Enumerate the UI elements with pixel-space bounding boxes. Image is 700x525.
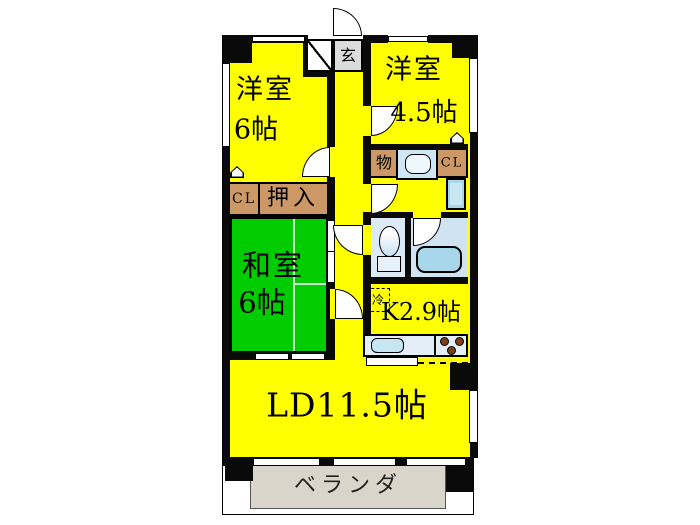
wall [327,283,335,289]
tatami-line-horizontal [293,283,326,285]
toilet-tank-icon [377,256,401,272]
closet-left-label: CL [231,191,257,207]
window [388,36,428,42]
wall [363,212,413,218]
wall [222,35,230,67]
japanese-room-size: 6帖 [238,285,286,320]
entrance-area [333,39,363,72]
veranda-label: ベランダ [293,473,403,498]
bathtub-icon [416,246,462,273]
entrance-label: 玄 [339,46,357,65]
wall [363,255,371,334]
storage-label: 物 [375,153,393,172]
wall [405,218,411,278]
closet-right-label: CL [440,155,464,171]
stove-burner-icon [455,337,464,346]
sliding-door [291,353,325,360]
window [469,58,478,133]
washbasin-sink [405,154,431,174]
refrigerator-label: 冷 [371,293,385,307]
window [333,458,396,466]
vent-marker-inner [451,133,463,143]
wall [363,277,468,284]
toilet-bowl-icon [379,226,400,257]
wall [363,39,371,72]
window [469,390,478,443]
wall [303,36,308,77]
living-dining-label: LD11.5帖 [266,385,428,425]
sliding-door [255,353,289,360]
washing-machine [446,178,466,210]
wall [327,177,335,220]
wall [363,144,468,150]
japanese-room-name: 和室 [241,248,305,283]
wall [222,147,230,458]
wall [470,443,478,458]
entrance-door-swing [333,8,362,36]
wall [225,458,253,481]
oshiire-label: 押入 [266,186,320,211]
stove-burner-icon [447,346,456,355]
wall [470,133,478,363]
western-room-2-name: 洋室 [385,54,443,86]
sliding-door [327,251,335,283]
washing-machine-lid [450,183,462,205]
japanese-room-area [228,215,330,355]
wall [452,35,478,58]
wall [363,72,371,106]
kitchen-ld-boundary-dashed [418,362,468,364]
window [406,458,466,466]
vent-marker-inner [231,167,243,177]
wall [327,319,335,360]
shoe-cabinet [306,39,333,72]
window [222,63,230,147]
wall [363,35,388,43]
wall [441,212,468,218]
veranda-floor [250,463,446,509]
tatami-line-vertical [293,219,295,351]
wall [428,35,452,43]
western-room-1-name: 洋室 [236,74,294,106]
kitchen-sink-icon [371,338,404,353]
wall [327,72,335,147]
wall [363,214,371,225]
wall [363,136,371,184]
wall [450,363,478,390]
washbasin-unit [396,146,438,180]
wall [303,72,335,77]
window [252,36,305,42]
western-room-1-size: 6帖 [233,114,279,146]
counter-ledge [366,357,418,366]
kitchen-label: K2.9帖 [380,298,462,326]
window [253,458,320,466]
western-room-2-size: 4.5帖 [390,98,458,128]
stove-burner-icon [440,337,449,346]
counter-divider [434,334,436,357]
